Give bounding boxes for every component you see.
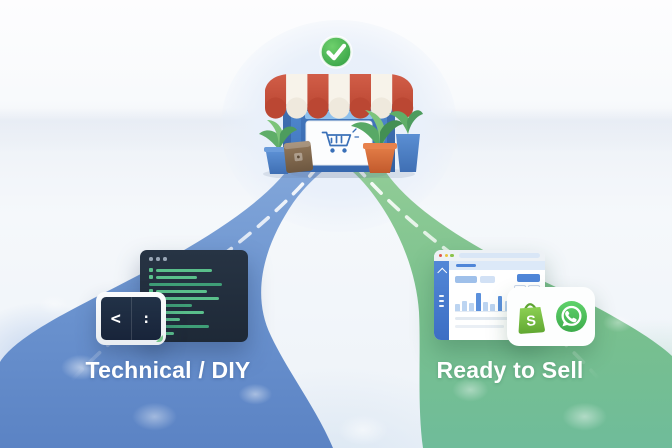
store-awning	[265, 74, 414, 119]
plant-far-right	[389, 110, 423, 172]
dashboard-header	[449, 261, 545, 270]
window-dots	[149, 257, 167, 261]
close-dot-icon	[439, 253, 443, 258]
label-ready-to-sell: Ready to Sell	[436, 357, 584, 383]
chevron-up-icon	[437, 267, 447, 277]
shopify-letter: S	[526, 313, 537, 330]
shopping-cart-icon	[321, 128, 360, 153]
terminal-glyph-right: :	[142, 310, 151, 327]
address-bar	[459, 253, 540, 258]
dashboard-primary-button	[517, 274, 540, 282]
label-technical-diy: Technical / DIY	[85, 357, 251, 383]
sidebar-menu-icon	[439, 295, 444, 307]
mini-bar-chart	[455, 289, 513, 312]
dashboard-text-lines	[455, 317, 537, 333]
dashboard-sidebar	[434, 261, 449, 340]
browser-toolbar	[434, 250, 545, 261]
shopify-icon: S	[518, 302, 545, 334]
whatsapp-icon	[556, 301, 587, 332]
package-box	[283, 140, 314, 173]
maximize-dot-icon	[450, 253, 454, 258]
minimize-dot-icon	[444, 253, 448, 258]
terminal-divider	[130, 297, 132, 340]
terminal-screen: < :	[101, 297, 161, 340]
plant-right	[351, 110, 403, 173]
dashboard-filters	[455, 276, 495, 283]
terminal-glyph-left: <	[110, 308, 121, 329]
store-sign	[305, 120, 373, 166]
integrations-bubble: S	[507, 287, 595, 346]
checkmark-icon	[319, 35, 353, 69]
terminal-icon: < :	[96, 292, 166, 345]
storefront-illustration	[259, 35, 423, 178]
